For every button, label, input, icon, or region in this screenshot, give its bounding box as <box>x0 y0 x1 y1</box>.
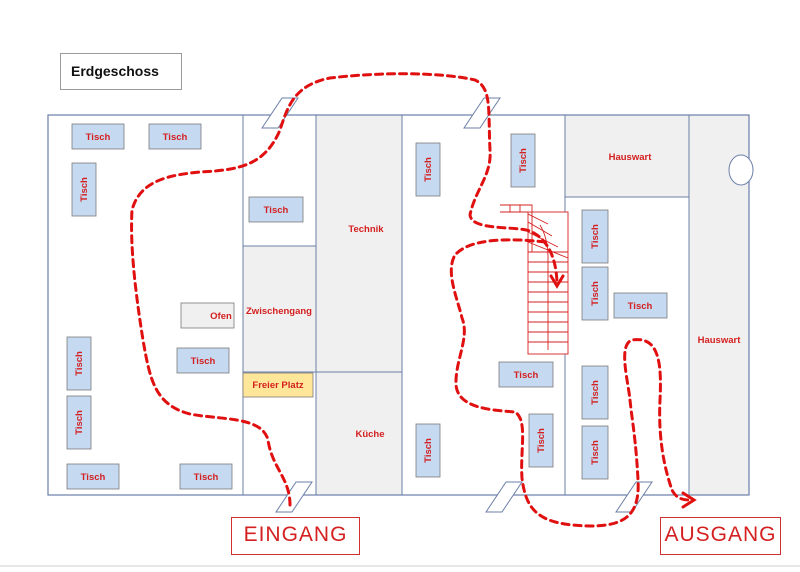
exit-arrowhead <box>681 491 697 509</box>
table: Tisch <box>71 123 125 150</box>
svg-text:Tisch: Tisch <box>86 132 111 143</box>
svg-text:Tisch: Tisch <box>264 205 289 216</box>
stair-arrowhead <box>549 274 565 289</box>
svg-text:Tisch: Tisch <box>590 380 601 405</box>
room-hauswart-top <box>564 114 690 198</box>
round-window <box>728 154 754 186</box>
svg-text:Freier Platz: Freier Platz <box>252 380 303 391</box>
exit-label-box: AUSGANG <box>660 517 781 555</box>
outer-wall <box>47 114 750 496</box>
door <box>275 481 313 513</box>
oven: Ofen <box>180 302 235 329</box>
svg-text:Tisch: Tisch <box>536 428 547 453</box>
table: Tisch <box>415 423 441 478</box>
svg-text:Tisch: Tisch <box>74 410 85 435</box>
svg-text:Tisch: Tisch <box>194 472 219 483</box>
svg-text:Tisch: Tisch <box>628 301 653 312</box>
table: Tisch <box>581 365 609 420</box>
svg-text:Tisch: Tisch <box>163 132 188 143</box>
label-hauswart-right: Hauswart <box>698 335 742 346</box>
label-technik: Technik <box>348 224 384 235</box>
table: Tisch <box>71 162 97 217</box>
floor-title: Erdgeschoss <box>71 63 159 79</box>
floor-title-box: Erdgeschoss <box>60 53 182 90</box>
table: Tisch <box>528 413 554 468</box>
svg-text:Tisch: Tisch <box>590 224 601 249</box>
route-path <box>130 72 692 528</box>
room-technik <box>315 114 403 373</box>
label-hauswart-top: Hauswart <box>609 152 653 163</box>
table: Tisch <box>66 395 92 450</box>
door <box>463 97 501 129</box>
svg-text:Tisch: Tisch <box>81 472 106 483</box>
table: Tisch <box>179 463 233 490</box>
door <box>485 481 523 513</box>
table: Tisch <box>148 123 202 150</box>
svg-text:Tisch: Tisch <box>79 177 90 202</box>
table: Tisch <box>176 347 230 374</box>
svg-text:Tisch: Tisch <box>518 148 529 173</box>
entrance-label: EINGANG <box>243 523 348 546</box>
staircase <box>500 204 569 355</box>
label-kueche: Küche <box>355 429 384 440</box>
table: Tisch <box>581 425 609 480</box>
exit-label: AUSGANG <box>664 523 777 546</box>
svg-text:Ofen: Ofen <box>210 311 232 322</box>
table: Tisch <box>613 292 668 319</box>
table: Tisch <box>66 336 92 391</box>
table: Tisch <box>415 142 441 197</box>
table: Tisch <box>66 463 120 490</box>
table: Tisch <box>510 133 536 188</box>
entrance-label-box: EINGANG <box>231 517 360 555</box>
svg-text:Tisch: Tisch <box>423 438 434 463</box>
table: Tisch <box>581 209 609 264</box>
table: Tisch <box>498 361 554 388</box>
svg-text:Tisch: Tisch <box>514 370 539 381</box>
free-place: Freier Platz <box>242 372 314 398</box>
svg-text:Tisch: Tisch <box>191 356 216 367</box>
door <box>615 481 653 513</box>
label-zwischengang: Zwischengang <box>246 306 312 317</box>
svg-text:Tisch: Tisch <box>74 351 85 376</box>
table: Tisch <box>248 196 304 223</box>
table: Tisch <box>581 266 609 321</box>
svg-text:Tisch: Tisch <box>590 440 601 465</box>
svg-text:Tisch: Tisch <box>423 157 434 182</box>
svg-text:Tisch: Tisch <box>590 281 601 306</box>
